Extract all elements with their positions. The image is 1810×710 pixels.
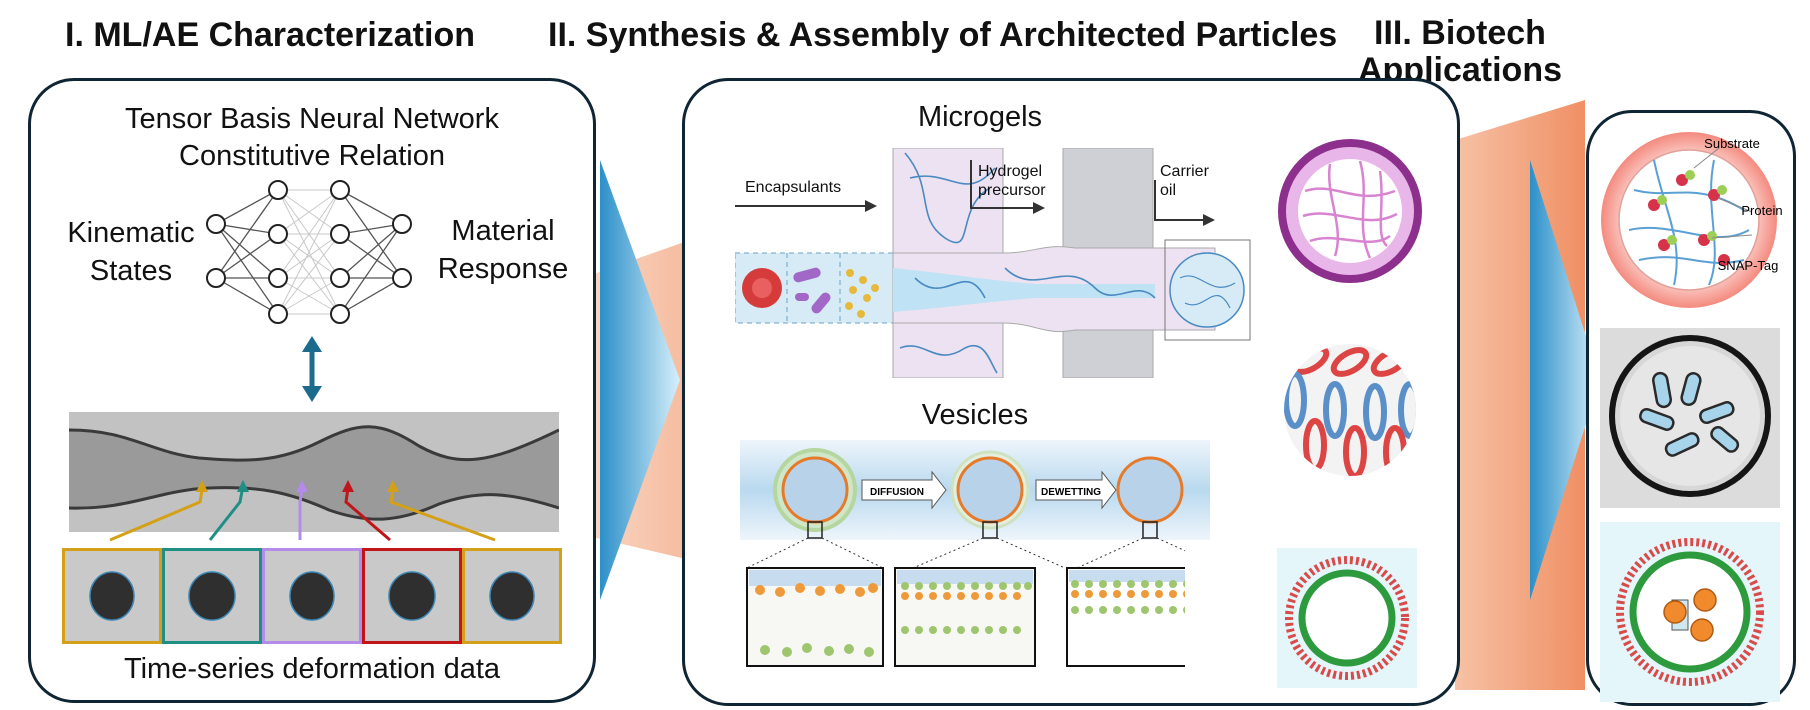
connector-1 [109,489,204,542]
carrier-label-line1: Carrier [1160,163,1209,180]
deformation-caption: Time-series deformation data [123,653,501,685]
cell-mark [489,571,535,621]
neural-network-diagram [206,180,412,324]
output-label-line2: Response [437,253,569,285]
enzyme-sphere-illustration: Substrate Protein SNAP-Tag [1601,132,1783,308]
vesicles-label: Vesicles [921,399,1029,431]
arrow-1-to-2 [600,160,680,600]
bacteria-microgel-illustration [1600,328,1780,508]
double-arrow-icon [302,336,322,402]
connector-4 [344,487,391,542]
membrane-zoom-panels [746,538,1185,667]
arrow-2-to-3 [1530,160,1600,600]
chainmail-illustration [1284,344,1416,476]
cell-mark [289,571,335,621]
hydrogel-label-line1: Hydrogel [978,163,1043,180]
input-label-line1: Kinematic [67,217,195,249]
vesicle-process: DIFFUSION DEWETTING [740,440,1210,540]
deformation-frame [362,548,462,644]
connector-5 [389,489,496,542]
carrier-label-line2: oil [1160,182,1177,199]
section-1-title: I. ML/AE Characterization [65,16,475,54]
hydrogel-label-line2: precursor [978,182,1046,199]
frame-connector-lines [109,480,496,542]
microgels-label: Microgels [917,101,1043,133]
snaptag-label: SNAP-Tag [1718,258,1779,273]
nn-title-line1: Tensor Basis Neural Network [125,103,499,135]
cell-image [465,551,559,641]
input-label-line2: States [89,255,173,287]
deformation-frame [462,548,562,644]
microgel-illustration [1278,139,1422,283]
deformation-frame [162,548,262,644]
connector-3 [298,489,304,540]
nn-title-line2: Constitutive Relation [179,140,445,172]
diffusion-label: DIFFUSION [870,487,924,498]
protein-label: Protein [1741,203,1782,218]
cell-mark [89,571,135,621]
section-2-title: II. Synthesis & Assembly of Architected … [548,16,1338,54]
cell-image [365,551,459,641]
cell-image [165,551,259,641]
deformation-channel-image [69,412,559,532]
section-3-title-line1: III. Biotech [1374,14,1546,52]
cell-image [265,551,359,641]
cell-mark [388,571,436,621]
deformation-frame [62,548,162,644]
encapsulants-label: Encapsulants [745,179,842,196]
cell-mark [188,571,236,621]
deformation-frames-row [62,548,562,644]
output-label-line1: Material [451,215,555,247]
dewetting-label: DEWETTING [1041,487,1101,498]
liposome-illustration [1277,548,1417,688]
cell-image [65,551,159,641]
loaded-liposome-illustration [1600,522,1780,702]
microfluidic-device [735,148,1251,378]
substrate-label: Substrate [1704,136,1760,151]
deformation-frame [262,548,362,644]
connector-2 [208,485,245,541]
